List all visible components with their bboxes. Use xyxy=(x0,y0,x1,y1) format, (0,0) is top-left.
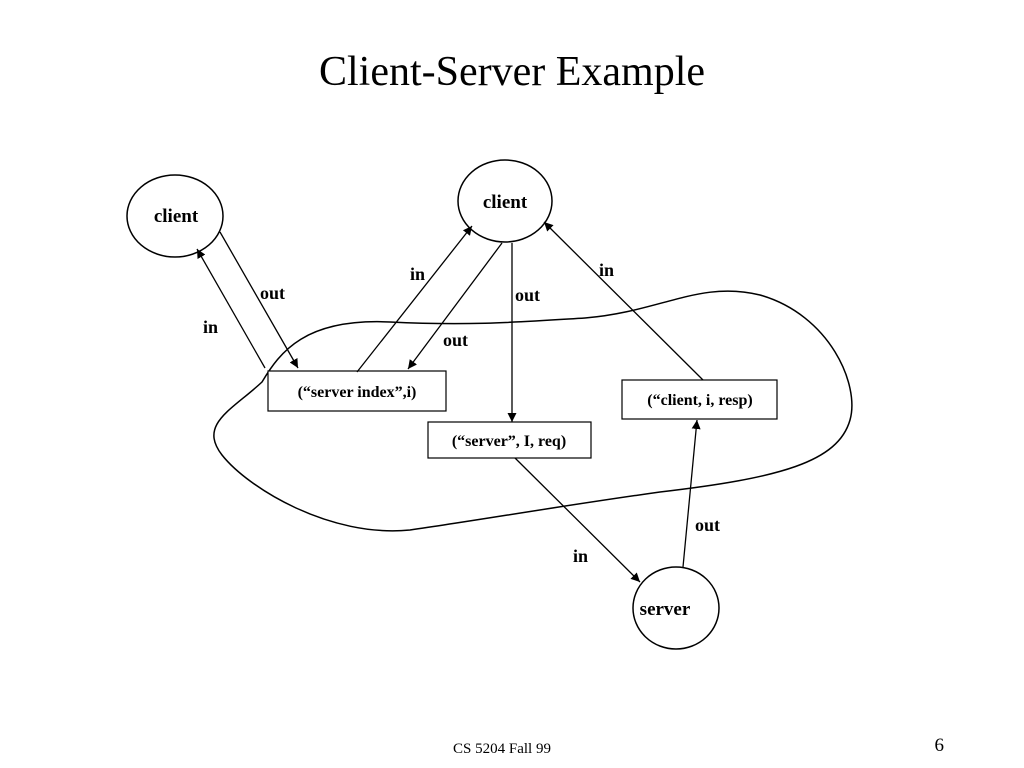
arrow-center-client-in xyxy=(356,225,473,373)
tuple-client-response: (“client, i, resp) xyxy=(621,379,778,420)
footer-course: CS 5204 Fall 99 xyxy=(453,741,551,757)
edge-label-out: out xyxy=(515,285,540,305)
tuple-space-boundary xyxy=(213,290,853,532)
edge-label-in: in xyxy=(203,317,218,337)
tuple-label: (“server index”,i) xyxy=(298,384,417,401)
tuple-server-request: (“server”, I, req) xyxy=(427,421,592,459)
arrow-center-client-out-index xyxy=(407,242,503,370)
edge-label-out: out xyxy=(260,283,285,303)
client-node-left: client xyxy=(126,174,224,258)
arrow-left-client-in xyxy=(196,248,266,369)
arrow-request-to-server xyxy=(514,457,641,583)
arrow-server-out xyxy=(682,419,701,568)
arrow-left-client-out xyxy=(219,231,299,369)
client-node-label: client xyxy=(483,192,528,213)
page-number: 6 xyxy=(934,735,945,756)
tuple-label: (“server”, I, req) xyxy=(452,433,566,450)
server-node-label: server xyxy=(640,599,691,620)
edge-label-in: in xyxy=(573,546,588,566)
server-node: server xyxy=(632,566,720,650)
arrow-response-to-client xyxy=(543,221,704,381)
client-node-label: client xyxy=(154,206,199,227)
tuple-label: (“client, i, resp) xyxy=(647,392,752,409)
client-node-center: client xyxy=(457,159,553,243)
edge-label-out: out xyxy=(443,330,468,350)
edge-label-out: out xyxy=(695,515,720,535)
tuple-server-index: (“server index”,i) xyxy=(267,370,447,412)
edge-label-in: in xyxy=(410,264,425,284)
edge-label-in: in xyxy=(599,260,614,280)
slide-title: Client-Server Example xyxy=(318,49,706,95)
